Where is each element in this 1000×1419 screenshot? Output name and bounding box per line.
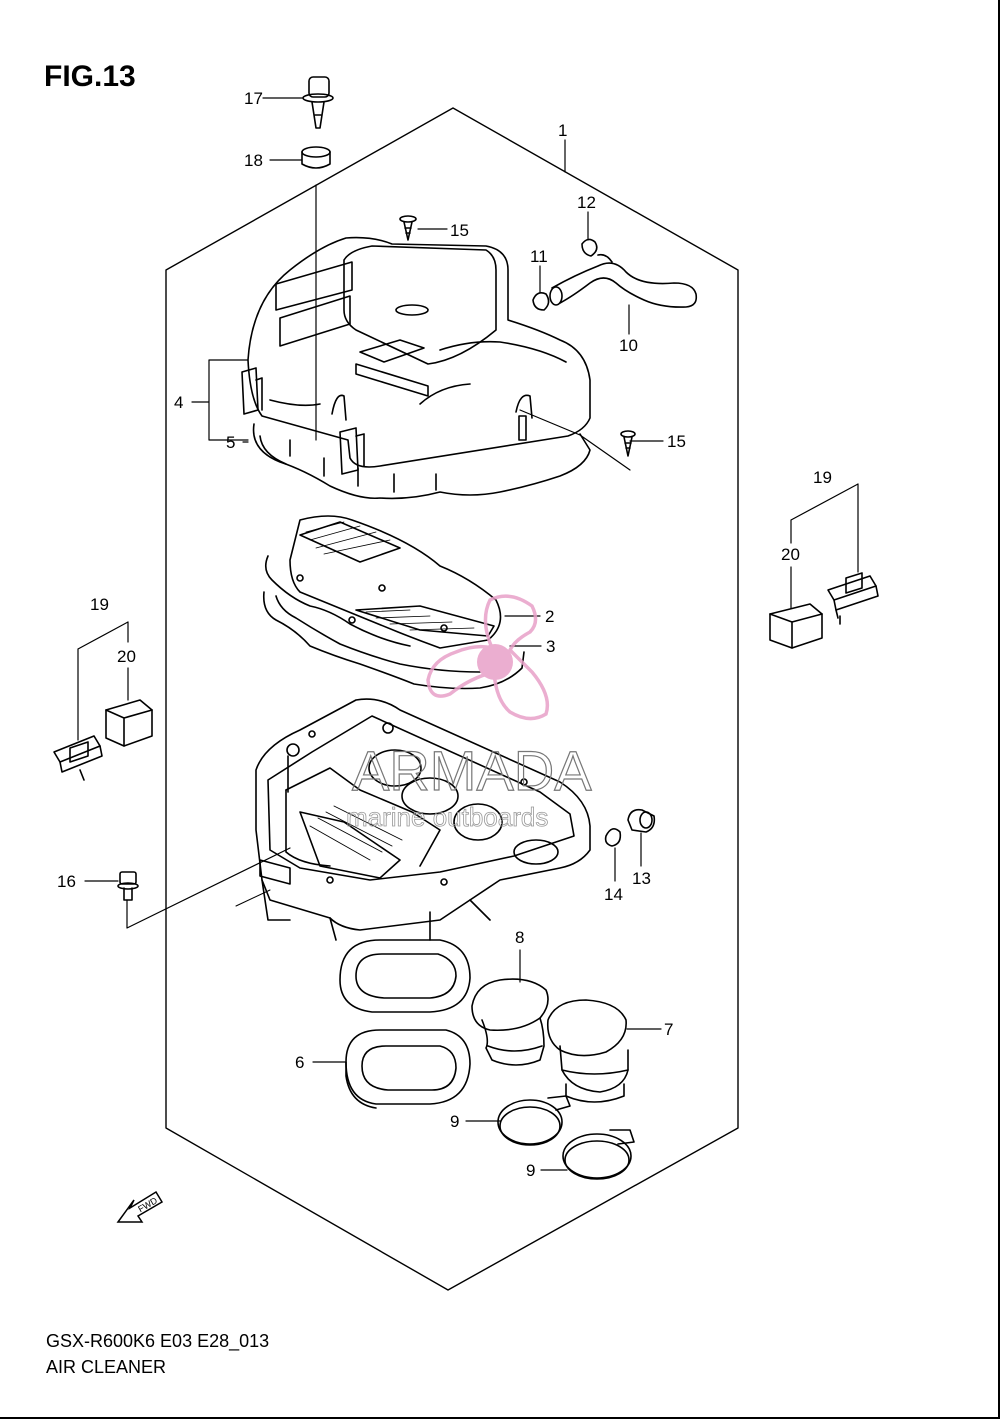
callout-labels: 1 2 3 4 5 6 7 8 9 9 10 11 12 13 14 15 15… (57, 89, 832, 1180)
figure-title: FIG.13 (44, 60, 136, 93)
callout-10: 10 (619, 336, 638, 355)
part-12-clamp (581, 238, 598, 257)
callout-9-upper: 9 (450, 1112, 459, 1131)
part-15-screw-upper (399, 215, 417, 241)
part-16-bolt (117, 871, 139, 901)
section-name: AIR CLEANER (46, 1357, 167, 1377)
leader-lines (77, 97, 859, 1171)
part-19-sensor-left (53, 735, 103, 781)
watermark-brand: ARMADA (352, 739, 592, 802)
part-9-clamp-upper (497, 1095, 571, 1146)
part-2-filter-mesh (305, 521, 475, 631)
callout-12: 12 (577, 193, 596, 212)
watermark-tagline: marine outboards (346, 802, 548, 832)
callout-13: 13 (632, 869, 651, 888)
callout-2: 2 (545, 607, 554, 626)
part-7-funnel (546, 999, 629, 1103)
part-3-filter-seal (262, 591, 525, 690)
part-15-screw-right (620, 430, 636, 457)
callout-3: 3 (546, 637, 555, 656)
leader-part-16-to-case (235, 889, 271, 907)
part-1-cleaner-cover (247, 236, 591, 468)
callout-19-left: 19 (90, 595, 109, 614)
part-6-duct-seal (345, 1029, 471, 1109)
part-19-sensor-right (827, 572, 879, 625)
part-10-hose (549, 253, 698, 308)
callout-17: 17 (244, 89, 263, 108)
part-20-cover-left (105, 699, 153, 747)
air-cleaner-case (255, 698, 591, 941)
part-8-funnel (471, 978, 549, 1066)
assembly-boundary (165, 107, 739, 1291)
watermark-propeller (426, 594, 550, 721)
callout-7: 7 (664, 1020, 673, 1039)
callout-1: 1 (558, 121, 567, 140)
part-6-seal-upper (339, 939, 471, 1013)
watermark: ARMADA marine outboards (346, 594, 593, 832)
callout-9-lower: 9 (526, 1161, 535, 1180)
part-9-clamp-lower (562, 1129, 635, 1180)
callout-11: 11 (530, 247, 548, 266)
part-14-clip (604, 828, 622, 847)
part-11-clamp (532, 292, 550, 311)
watermark-logo (426, 594, 550, 721)
part-20-cover-right (769, 603, 823, 649)
callout-15-upper: 15 (450, 221, 469, 240)
fwd-arrow: FWD (116, 1190, 164, 1223)
part-4-5-mount-tabs (241, 367, 527, 475)
callout-20-right: 20 (781, 545, 800, 564)
callout-18: 18 (244, 151, 263, 170)
part-5-cover-seal (252, 423, 591, 500)
callout-20-left: 20 (117, 647, 136, 666)
callout-4: 4 (174, 393, 183, 412)
part-18-grommet (301, 146, 331, 169)
part-17-clip (302, 76, 334, 129)
callout-16: 16 (57, 872, 76, 891)
callout-14: 14 (604, 885, 623, 904)
part-13-cap (627, 808, 656, 833)
callout-19-right: 19 (813, 468, 832, 487)
model-code: GSX-R600K6 E03 E28_013 (46, 1331, 270, 1351)
callout-6: 6 (295, 1053, 304, 1072)
callout-8: 8 (515, 928, 524, 947)
callout-5: 5 (226, 433, 235, 452)
callout-15-right: 15 (667, 432, 686, 451)
